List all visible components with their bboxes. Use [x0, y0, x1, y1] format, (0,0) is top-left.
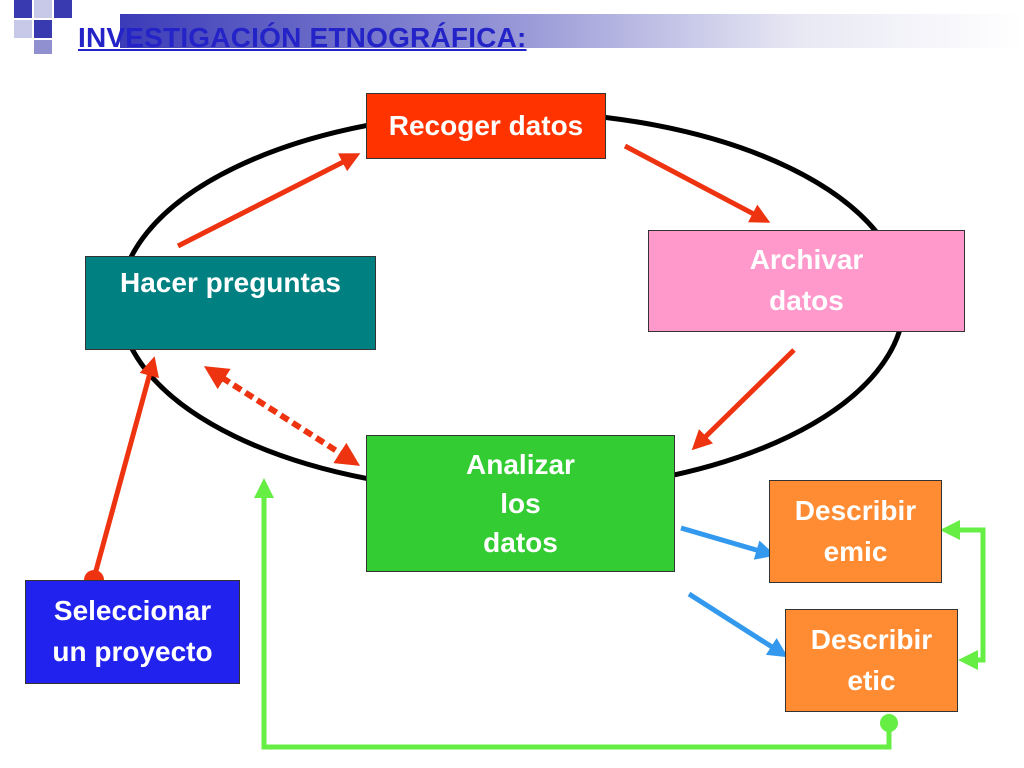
- arrow-analizar-hacer-dotted: [203, 366, 361, 466]
- node-seleccionar-proyecto: Seleccionar un proyecto: [25, 580, 240, 684]
- arrow-archivar-to-analizar: [691, 348, 796, 451]
- node-recoger-datos: Recoger datos: [366, 93, 606, 159]
- arrow-analizar-to-etic: [687, 591, 789, 658]
- arrow-etic-feedback-loop: [254, 478, 892, 750]
- node-describir-etic: Describir etic: [785, 609, 958, 712]
- corner-square-decoration: [0, 0, 120, 60]
- node-describir-emic: Describir emic: [769, 480, 942, 583]
- arrow-etic-to-emic-bracket: [940, 520, 986, 670]
- page-title: INVESTIGACIÓN ETNOGRÁFICA:: [78, 22, 527, 53]
- arrow-recoger-to-archivar: [623, 143, 771, 223]
- node-analizar-datos: Analizar los datos: [366, 435, 675, 572]
- etic-loop-origin-dot: [880, 714, 898, 732]
- title-gradient-bar: [120, 14, 1024, 48]
- node-hacer-preguntas: Hacer preguntas: [85, 256, 376, 350]
- arrow-analizar-to-emic: [680, 525, 776, 560]
- node-archivar-datos: Archivar datos: [648, 230, 965, 332]
- arrow-hacer-to-recoger: [176, 153, 361, 249]
- arrow-seleccionar-to-hacer: [91, 356, 159, 579]
